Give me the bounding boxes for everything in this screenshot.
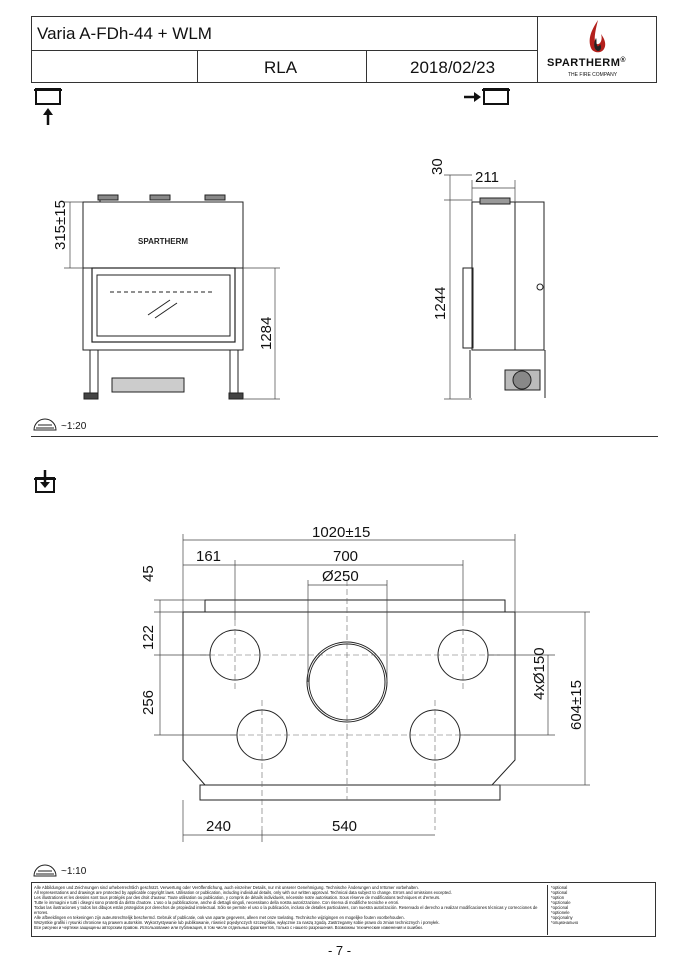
dim-offset-left: 161 [196, 548, 221, 565]
drawing-date: 2018/02/23 [410, 58, 496, 77]
dim-bottom-240: 240 [206, 818, 231, 835]
top-view-arrow-icon [34, 470, 56, 493]
dim-side-depth: 211 [475, 169, 499, 186]
brand-cell [537, 16, 657, 83]
dim-holes: 4xØ150 [531, 647, 548, 700]
dim-top-45: 45 [140, 565, 157, 582]
dim-side-top: 30 [429, 158, 446, 175]
dim-256: 256 [140, 690, 157, 715]
disclaimer-text: Alle Abbildungen und Zeichnungen sind ur… [34, 885, 538, 930]
dim-bottom-540: 540 [332, 818, 357, 835]
brand-tagline: THE FIRE COMPANY [568, 72, 618, 78]
model-name: Varia A-FDh-44 + WLM [37, 24, 212, 43]
front-view-arrow-icon [34, 88, 62, 125]
dim-diameter-center: Ø250 [322, 568, 359, 585]
dim-122: 122 [140, 625, 157, 650]
side-view-arrow-icon [464, 88, 510, 105]
disclaimer-box: Alle Abbildungen und Zeichnungen sind ur… [31, 882, 656, 937]
front-logo: SPARTHERM [138, 237, 188, 246]
header-blank-cell [31, 50, 198, 83]
dim-width-total: 1020±15 [312, 524, 370, 541]
brand-name: SPARTHERM® [547, 57, 627, 69]
scale-top: ~1:20 [61, 421, 87, 432]
scale-ruler-icon [33, 864, 57, 877]
optional-legend: *optional *optional *option *opzionale *… [547, 885, 652, 935]
dim-side-height: 1244 [432, 287, 449, 320]
scale-ruler-icon [33, 418, 57, 431]
drawing-code: RLA [264, 58, 298, 77]
flame-logo-icon [589, 20, 606, 53]
plan-view: 1020±15 161 700 Ø250 45 122 256 4xØ150 6… [140, 524, 590, 842]
dim-depth-total: 604±15 [568, 680, 585, 730]
scale-bottom: ~1:10 [61, 866, 87, 877]
section-divider [31, 436, 658, 437]
front-side-views: SPARTHERM 315±15 1284 30 211 1244 [52, 158, 546, 400]
side-view [462, 197, 546, 398]
dim-height-upper: 315±15 [52, 200, 69, 250]
dim-span-700: 700 [333, 548, 358, 565]
page-number: - 7 - [327, 943, 352, 958]
dim-height-total: 1284 [258, 317, 275, 350]
front-view [82, 194, 244, 400]
